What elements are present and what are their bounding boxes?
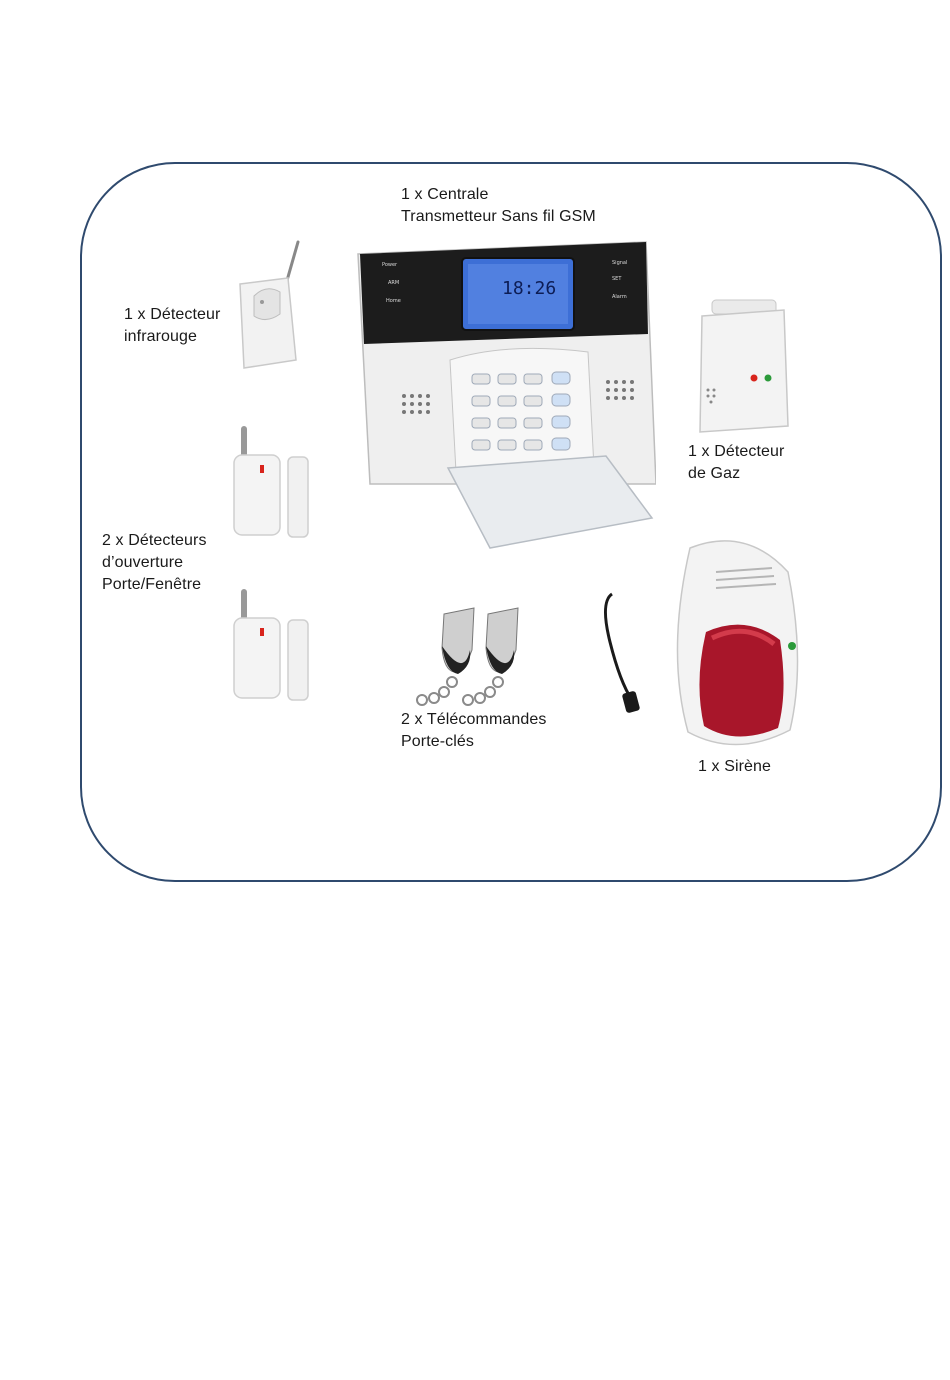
label-line: 2 x Détecteurs [102, 530, 207, 552]
remote-keyfob-image [414, 606, 534, 710]
central-panel-image: 18:26 Power ARM Home Signal SET Alarm [356, 236, 656, 554]
label-line: 1 x Sirène [698, 756, 771, 778]
key-label: Home [386, 298, 401, 304]
door-sensor-image [232, 588, 312, 706]
label-gas: 1 x Détecteur de Gaz [688, 441, 784, 485]
key-label: Alarm [612, 294, 627, 300]
label-door: 2 x Détecteurs d’ouverture Porte/Fenêtre [102, 530, 207, 596]
siren-image [596, 532, 810, 758]
label-line: 1 x Détecteur [688, 441, 784, 463]
label-central: 1 x Centrale Transmetteur Sans fil GSM [401, 184, 596, 228]
label-siren: 1 x Sirène [698, 756, 771, 778]
pir-detector-image [236, 240, 308, 372]
label-line: Porte/Fenêtre [102, 574, 207, 596]
door-sensor-image [232, 425, 312, 543]
key-label: SET [612, 276, 622, 282]
label-line: d’ouverture [102, 552, 207, 574]
key-label: Power [382, 262, 398, 268]
label-line: 1 x Détecteur [124, 304, 220, 326]
label-line: 2 x Télécommandes [401, 709, 546, 731]
key-label: ARM [388, 280, 399, 286]
label-pir: 1 x Détecteur infrarouge [124, 304, 220, 348]
gas-detector-image [698, 298, 790, 436]
lcd-time: 18:26 [502, 278, 556, 299]
label-remote: 2 x Télécommandes Porte-clés [401, 709, 546, 753]
key-label: Signal [612, 260, 627, 266]
label-line: 1 x Centrale [401, 184, 596, 206]
label-line: Transmetteur Sans fil GSM [401, 206, 596, 228]
label-line: de Gaz [688, 463, 784, 485]
label-line: Porte-clés [401, 731, 546, 753]
label-line: infrarouge [124, 326, 220, 348]
